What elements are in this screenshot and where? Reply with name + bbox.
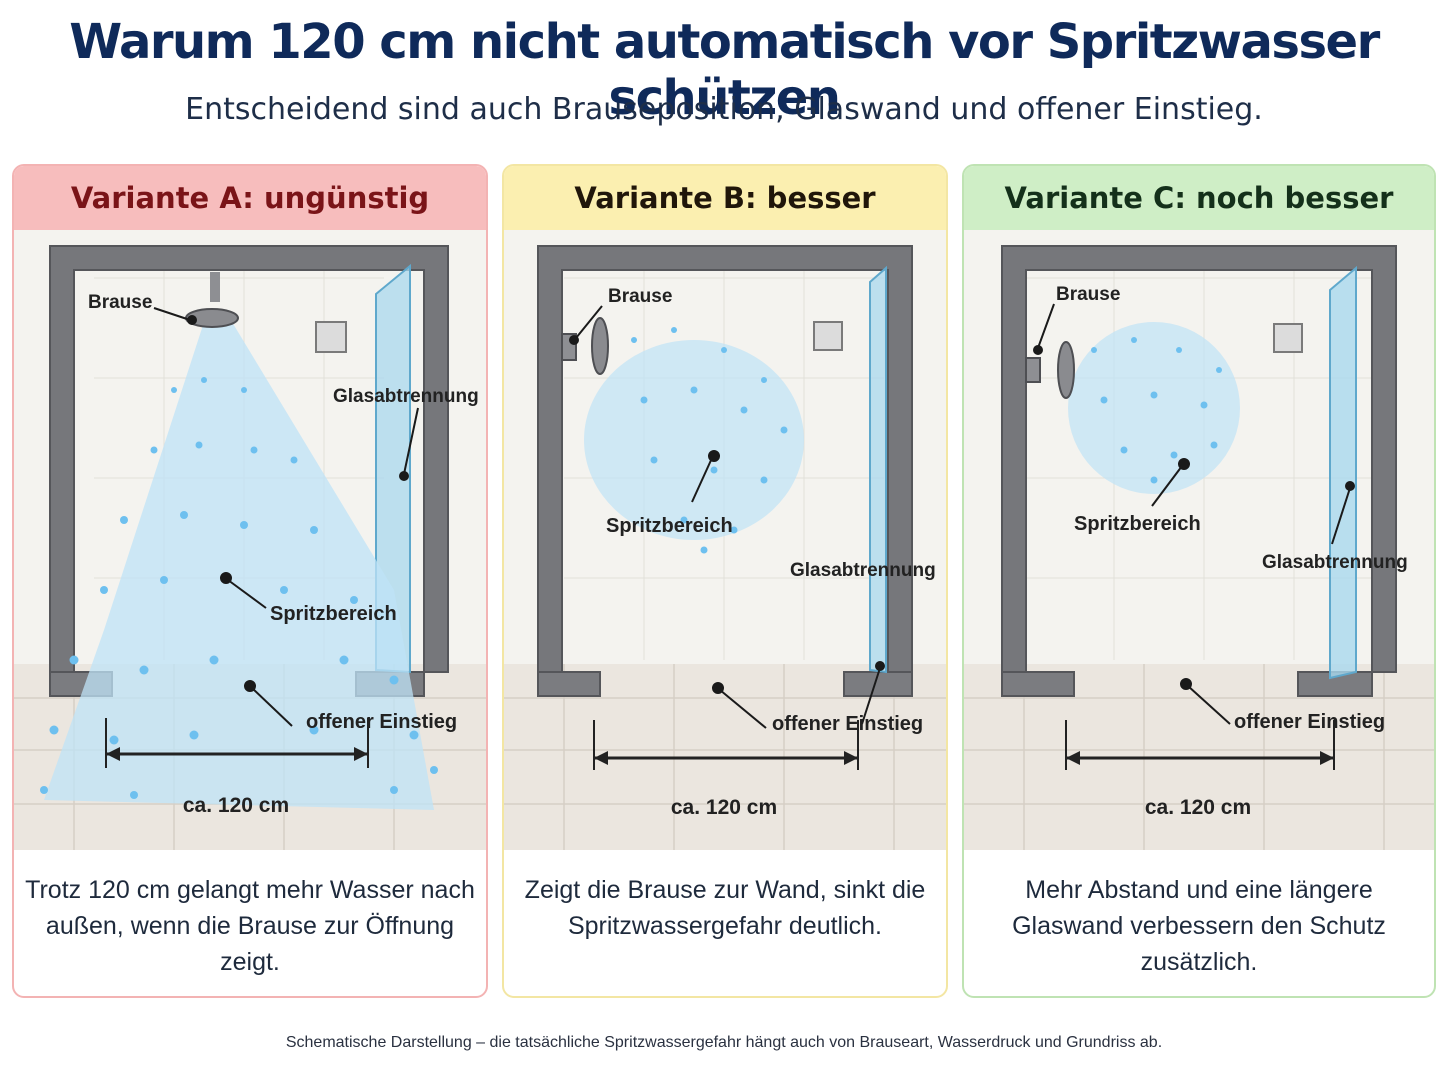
spray-area xyxy=(44,322,434,810)
drain-grate xyxy=(315,321,347,353)
water-drops xyxy=(40,377,438,799)
label-entry: offener Einstieg xyxy=(306,711,457,733)
frame-foot-left xyxy=(1001,671,1075,697)
panel-b-illustration: Brause Spritzbereich Glasabtrennung offe… xyxy=(504,230,946,850)
shower-arm xyxy=(1025,357,1041,383)
floor-tile-grid xyxy=(964,664,1434,850)
shower-arm xyxy=(210,272,220,302)
water-drops xyxy=(1091,337,1222,484)
panel-b-header: Variante B: besser xyxy=(504,166,946,231)
panel-variant-b: Variante B: besser xyxy=(502,164,948,998)
label-spray: Spritzbereich xyxy=(606,515,733,537)
panel-b-caption: Zeigt die Brause zur Wand, sinkt die Spr… xyxy=(524,876,926,940)
page-title: Warum 120 cm nicht automatisch vor Sprit… xyxy=(69,14,1380,126)
spray-area xyxy=(584,340,804,540)
frame-foot-left xyxy=(537,671,601,697)
panel-c-caption: Mehr Abstand und eine längere Glaswand v… xyxy=(1012,876,1386,976)
panel-a-illustration: Brause Glasabtrennung Spritzbereich offe… xyxy=(14,230,486,850)
label-width: ca. 120 cm xyxy=(183,794,289,817)
panel-c-header: Variante C: noch besser xyxy=(964,166,1434,231)
label-glass: Glasabtrennung xyxy=(1262,552,1408,573)
glass-panel xyxy=(869,265,887,674)
label-spray: Spritzbereich xyxy=(1074,513,1201,535)
drain-grate xyxy=(1273,323,1303,353)
label-leaders xyxy=(1033,303,1355,725)
shower-head xyxy=(591,317,609,375)
glass-panel xyxy=(375,263,411,674)
panel-a-caption: Trotz 120 cm gelangt mehr Wasser nach au… xyxy=(25,876,475,976)
shower-head xyxy=(1057,341,1075,399)
label-leaders xyxy=(569,305,885,729)
panel-variant-a: Variante A: ungünstig xyxy=(12,164,488,998)
spray-area xyxy=(1068,322,1240,494)
drain-grate xyxy=(813,321,843,351)
label-shower: Brause xyxy=(608,286,672,307)
label-entry: offener Einstieg xyxy=(1234,711,1385,733)
panel-c-illustration: Brause Spritzbereich Glasabtrennung offe… xyxy=(964,230,1434,850)
label-leaders xyxy=(153,307,419,727)
label-glass: Glasabtrennung xyxy=(790,560,936,581)
label-width: ca. 120 cm xyxy=(1145,796,1251,819)
water-drops xyxy=(631,327,788,554)
label-shower: Brause xyxy=(1056,284,1120,305)
footer-note: Schematische Darstellung – die tatsächli… xyxy=(285,1034,1163,1051)
label-entry: offener Einstieg xyxy=(772,713,923,735)
panel-variant-c: Variante C: noch besser xyxy=(962,164,1436,998)
glass-panel xyxy=(1329,265,1357,680)
panel-a-header: Variante A: ungünstig xyxy=(14,166,486,231)
label-width: ca. 120 cm xyxy=(671,796,777,819)
label-spray: Spritzbereich xyxy=(270,603,397,625)
label-shower: Brause xyxy=(88,292,152,313)
page-subtitle: Entscheidend sind auch Brauseposition, G… xyxy=(185,92,1263,127)
label-glass: Glasabtrennung xyxy=(333,386,479,407)
